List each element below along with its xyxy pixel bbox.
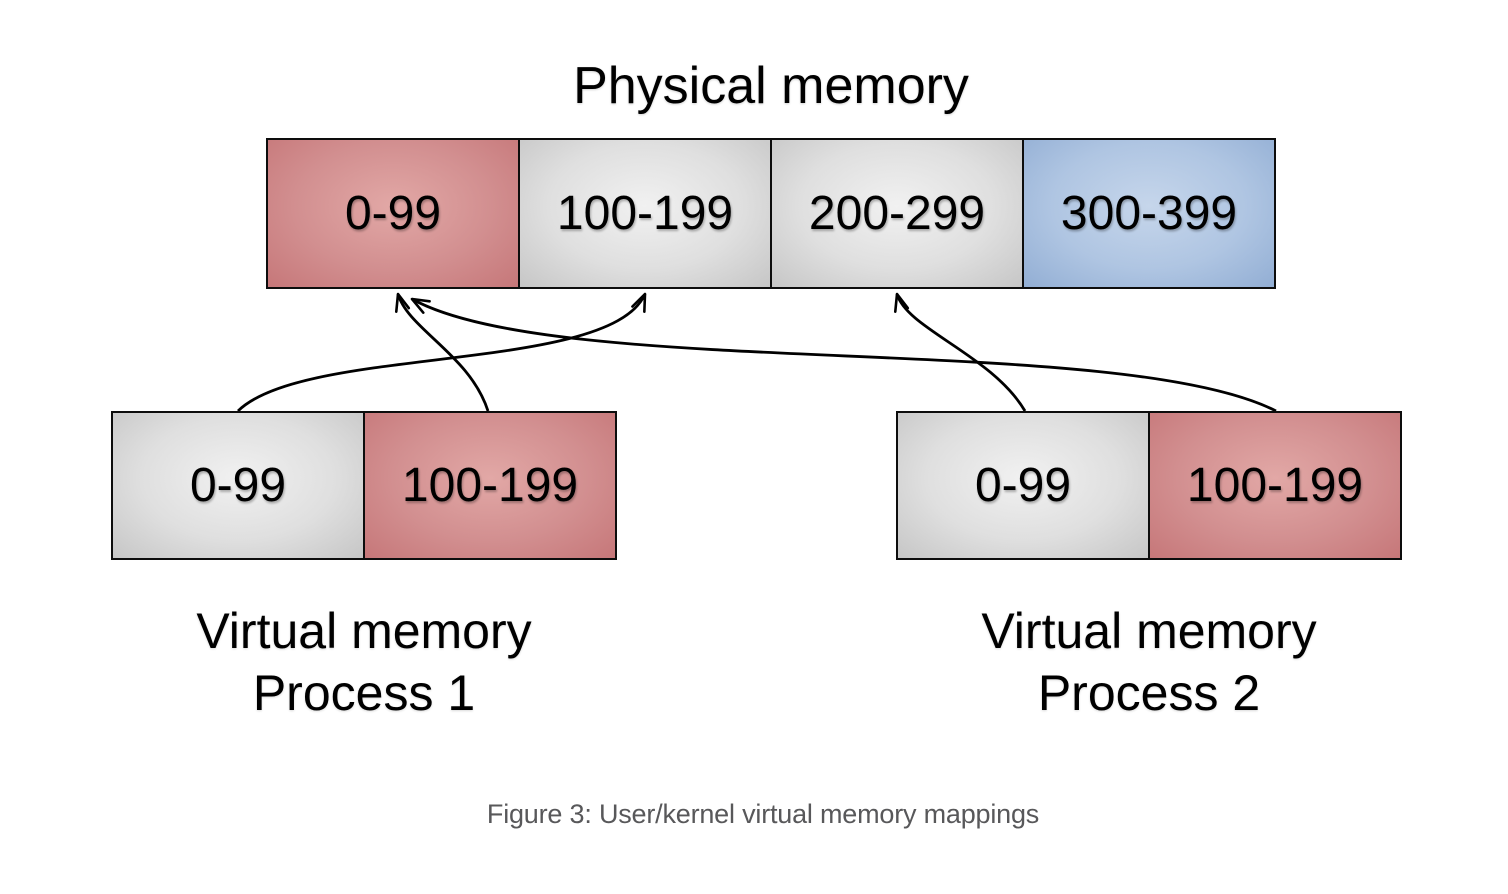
process2-label-line2: Process 2 (1037, 665, 1261, 721)
process2-segment-0-99: 0-99 (898, 413, 1150, 558)
physical-segment-300-399: 300-399 (1024, 140, 1274, 287)
process1-label-line2: Process 1 (252, 665, 476, 721)
mapping-arrow-3 (894, 292, 1027, 412)
process1-label-line1: Virtual memory (196, 603, 532, 659)
mapping-arrow-1 (237, 292, 647, 412)
physical-segment-200-299: 200-299 (772, 140, 1024, 287)
process2-segment-100-199: 100-199 (1150, 413, 1400, 558)
process1-segment-100-199: 100-199 (365, 413, 615, 558)
mapping-arrow-2 (395, 292, 490, 412)
physical-memory-title: Physical memory (573, 57, 969, 115)
process2-label-line1: Virtual memory (981, 603, 1317, 659)
figure-caption: Figure 3: User/kernel virtual memory map… (486, 799, 1040, 829)
process1-label: Virtual memory Process 1 (111, 600, 617, 724)
physical-segment-100-199: 100-199 (520, 140, 772, 287)
process1-segment-0-99: 0-99 (113, 413, 365, 558)
physical-segment-0-99: 0-99 (268, 140, 520, 287)
mapping-arrow-4 (410, 297, 1277, 413)
process2-label: Virtual memory Process 2 (896, 600, 1402, 724)
